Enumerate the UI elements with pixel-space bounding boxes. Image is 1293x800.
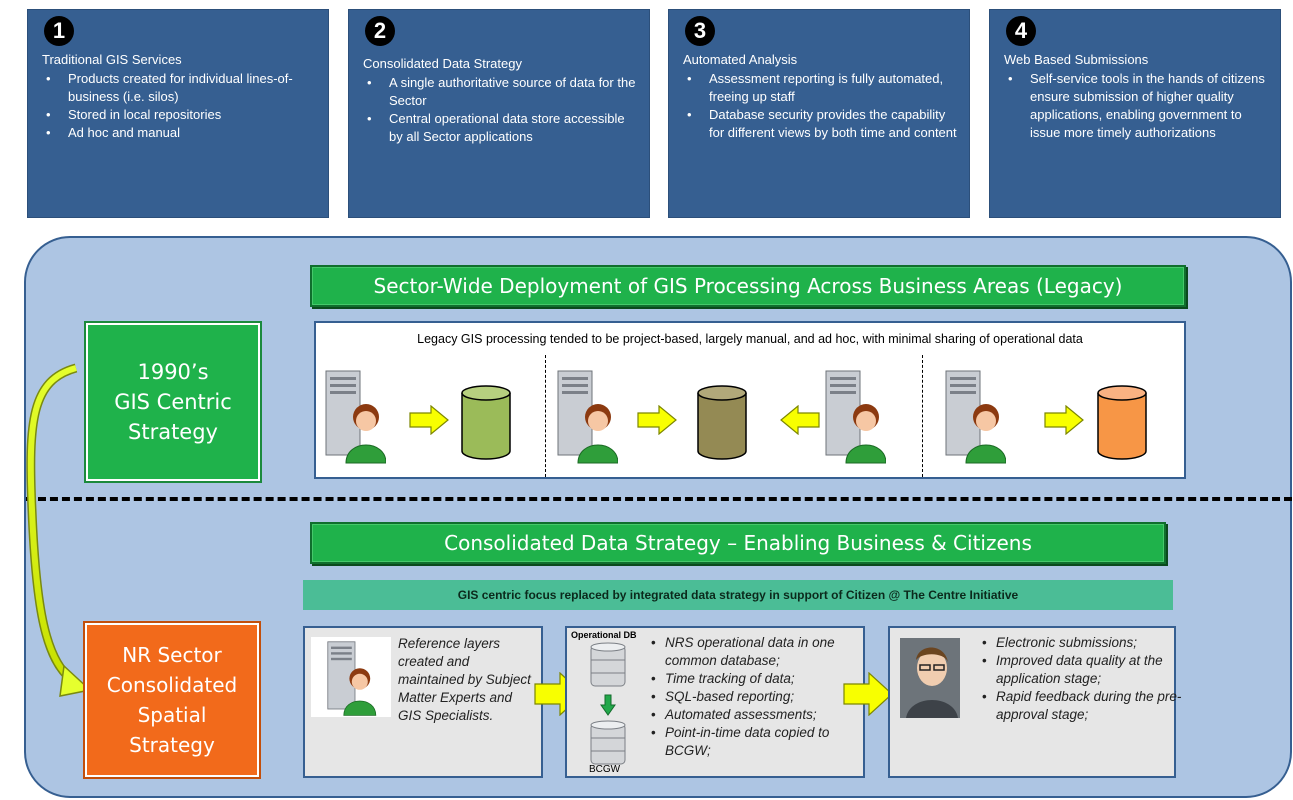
step-bullets: Self-service tools in the hands of citiz… bbox=[1004, 70, 1270, 142]
legacy-banner: Sector-Wide Deployment of GIS Processing… bbox=[310, 265, 1186, 307]
strategy-line: Spatial bbox=[137, 703, 207, 727]
step-bullet: Ad hoc and manual bbox=[46, 124, 318, 142]
strategy-line: NR Sector bbox=[122, 643, 222, 667]
step-bullet: Central operational data store accessibl… bbox=[367, 110, 639, 146]
db-bullet-list: NRS operational data in one common datab… bbox=[649, 634, 877, 760]
user-server-tile bbox=[311, 637, 391, 717]
consolidated-banner: Consolidated Data Strategy – Enabling Bu… bbox=[310, 522, 1166, 564]
strategy-line: Strategy bbox=[128, 420, 218, 444]
user-server-icon bbox=[945, 370, 1006, 464]
legacy-divider bbox=[922, 355, 923, 477]
consolidated-subbanner: GIS centric focus replaced by integrated… bbox=[303, 580, 1173, 610]
strategy-line: GIS Centric bbox=[114, 390, 232, 414]
arrow-down-icon bbox=[600, 694, 616, 716]
step-number: 3 bbox=[685, 16, 715, 46]
citizen-bullet-list: Electronic submissions; Improved data qu… bbox=[980, 634, 1188, 724]
step-bullet: Products created for individual lines-of… bbox=[46, 70, 318, 106]
citizen-photo-icon bbox=[900, 638, 960, 718]
consolidated-subbanner-text: GIS centric focus replaced by integrated… bbox=[457, 588, 1019, 602]
database-icon bbox=[1097, 385, 1147, 460]
reference-layers-box: Reference layers created and maintained … bbox=[303, 626, 543, 778]
consolidated-banner-text: Consolidated Data Strategy – Enabling Bu… bbox=[444, 531, 1032, 555]
arrow-right-icon bbox=[1044, 405, 1084, 435]
step-bullet: Database security provides the capabilit… bbox=[687, 106, 959, 142]
step-bullet: Assessment reporting is fully automated,… bbox=[687, 70, 959, 106]
db-bullet: SQL-based reporting; bbox=[651, 688, 877, 706]
era-divider bbox=[26, 497, 1292, 501]
step-bullets: Assessment reporting is fully automated,… bbox=[683, 70, 959, 142]
user-server-icon bbox=[557, 370, 618, 464]
legacy-divider bbox=[545, 355, 546, 477]
step-title: Consolidated Data Strategy bbox=[363, 56, 522, 71]
step-4-box: 4 Web Based Submissions Self-service too… bbox=[989, 9, 1281, 218]
user-server-icon bbox=[825, 370, 886, 464]
step-bullet: A single authoritative source of data fo… bbox=[367, 74, 639, 110]
db-bullet: Point-in-time data copied to BCGW; bbox=[651, 724, 877, 760]
step-title: Automated Analysis bbox=[683, 52, 798, 67]
strategy-line: 1990’s bbox=[137, 360, 209, 384]
arrow-left-icon bbox=[780, 405, 820, 435]
transition-arrow-icon bbox=[26, 363, 92, 697]
legacy-banner-text: Sector-Wide Deployment of GIS Processing… bbox=[373, 274, 1123, 298]
step-number: 2 bbox=[365, 16, 395, 46]
step-bullet: Self-service tools in the hands of citiz… bbox=[1008, 70, 1270, 142]
arrow-right-icon bbox=[409, 405, 449, 435]
arrow-right-icon bbox=[843, 672, 893, 716]
step-number: 1 bbox=[44, 16, 74, 46]
citizen-bullet: Improved data quality at the application… bbox=[982, 652, 1188, 688]
strategy-line: Strategy bbox=[129, 733, 215, 757]
step-bullets: Products created for individual lines-of… bbox=[42, 70, 318, 142]
database-icon bbox=[697, 385, 747, 460]
operational-db-box: Operational DB BCGW NRS operational data… bbox=[565, 626, 865, 778]
database-stack-icon bbox=[590, 642, 626, 687]
user-server-icon bbox=[325, 370, 386, 464]
legacy-description: Legacy GIS processing tended to be proje… bbox=[417, 332, 1083, 346]
bcgw-label: BCGW bbox=[589, 764, 621, 775]
step-bullets: A single authoritative source of data fo… bbox=[363, 74, 639, 146]
legacy-process-box: Legacy GIS processing tended to be proje… bbox=[314, 321, 1186, 479]
step-2-box: 2 Consolidated Data Strategy A single au… bbox=[348, 9, 650, 218]
consolidated-strategy-box: NR Sector Consolidated Spatial Strategy bbox=[85, 623, 259, 777]
citizen-bullet: Rapid feedback during the pre-approval s… bbox=[982, 688, 1188, 724]
step-3-box: 3 Automated Analysis Assessment reportin… bbox=[668, 9, 970, 218]
step-1-box: 1 Traditional GIS Services Products crea… bbox=[27, 9, 329, 218]
strategy-line: Consolidated bbox=[106, 673, 238, 697]
database-stack-icon bbox=[590, 720, 626, 765]
operational-db-label: Operational DB bbox=[571, 630, 637, 640]
arrow-right-icon bbox=[637, 405, 677, 435]
step-number: 4 bbox=[1006, 16, 1036, 46]
db-bullet: Time tracking of data; bbox=[651, 670, 877, 688]
reference-layers-text: Reference layers created and maintained … bbox=[398, 636, 531, 723]
citizen-bullet: Electronic submissions; bbox=[982, 634, 1188, 652]
legacy-strategy-box: 1990’s GIS Centric Strategy bbox=[86, 323, 260, 481]
db-bullet: Automated assessments; bbox=[651, 706, 877, 724]
step-bullet: Stored in local repositories bbox=[46, 106, 318, 124]
database-icon bbox=[461, 385, 511, 460]
step-title: Traditional GIS Services bbox=[42, 52, 182, 67]
db-bullet: NRS operational data in one common datab… bbox=[651, 634, 877, 670]
step-title: Web Based Submissions bbox=[1004, 52, 1149, 67]
citizen-submissions-box: Electronic submissions; Improved data qu… bbox=[888, 626, 1181, 778]
user-server-icon bbox=[327, 641, 377, 716]
